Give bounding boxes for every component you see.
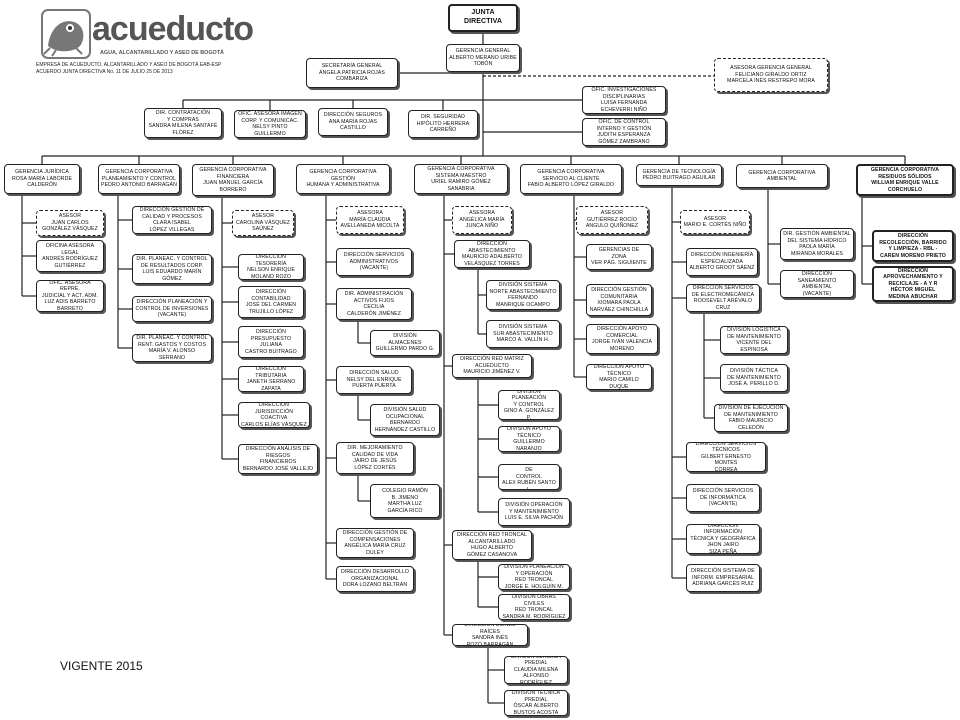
maestro-red-troncal-box: DIRECCIÓN RED TRONCAL ALCANTARILLADO HUG… xyxy=(452,530,532,560)
tecnologia-sistema-informacion-box: DIRECCIÓN SISTEMA DE INFORM. EMPRESARIAL… xyxy=(686,564,760,592)
maestro-centro-control-box: DIVISIÓN CENTRO DE CONTROL ALEX RUBÉN SA… xyxy=(498,464,560,490)
humana-servicios-admin-box: DIRECCIÓN SERVICIOS ADMINISTRATIVOS (Vac… xyxy=(336,248,412,276)
financiera-contabilidad-box: DIRECCIÓN CONTABILIDAD JOSÉ DEL CARMEN T… xyxy=(238,286,304,318)
gerencia-maestro-box: GERENCIA CORPORATIVA SISTEMA MAESTRO URI… xyxy=(414,164,508,194)
maestro-apoyo-tecnico-box: DIVISIÓN APOYO TÉCNICO GUILLERMO NARANJO xyxy=(498,426,560,452)
humana-calidad-vida-box: DIR. MEJORAMIENTO CALIDAD DE VIDA JAIRO … xyxy=(336,442,414,474)
secretaria-general-box: SECRETARÍA GENERAL ÁNGELA PATRICIA ROJAS… xyxy=(306,58,398,88)
tecnologia-tactica-box: DIVISIÓN TÁCTICA DE MANTENIMIENTO JOSÉ A… xyxy=(720,364,788,392)
humana-salud-ocupacional-box: DIVISIÓN SALUD OCUPACIONAL BERNARDO HERN… xyxy=(370,404,440,436)
planeamiento-inversiones-box: DIRECCIÓN PLANEACIÓN Y CONTROL DE INVERS… xyxy=(132,296,212,322)
tecnologia-ingenieria-box: DIRECCIÓN INGENIERÍA ESPECIALIZADA ALBER… xyxy=(686,248,758,276)
maestro-troncal-planeacion-box: DIVISIÓN PLANEACIÓN Y OPERACIÓN RED TRON… xyxy=(498,564,570,590)
gerencia-juridica-box: GERENCIA JURÍDICA ROSA MARÍA LABORDE CAL… xyxy=(4,164,80,194)
logo-tagline: AGUA, ALCANTARILLADO Y ASEO DE BOGOTÁ xyxy=(100,50,224,56)
gerencia-humana-box: GERENCIA CORPORATIVA GESTIÓN HUMANA Y AD… xyxy=(296,164,390,194)
frog-logo-icon xyxy=(41,9,91,59)
financiera-riesgos-box: DIRECCIÓN ANÁLISIS DE RIESGOS FINANCIERO… xyxy=(238,444,318,474)
company-name: EMPRESA DE ACUEDUCTO, ALCANTARILLADO Y A… xyxy=(36,62,222,68)
humana-compensaciones-box: DIRECCIÓN GESTIÓN DE COMPENSACIONES ANGÉ… xyxy=(336,528,414,558)
vigente-label: VIGENTE 2015 xyxy=(60,659,143,673)
gerencia-general-box: GERENCIA GENERAL ALBERTO MERANO URIBE TO… xyxy=(446,44,520,72)
cliente-gerencias-zona-box: GERENCIAS DE ZONA Ver pág. siguiente xyxy=(586,244,652,270)
residuos-aprovechamiento-box: DIRECCIÓN APROVECHAMIENTO Y RECICLAJE - … xyxy=(872,266,954,302)
financiera-coactiva-box: DIRECCIÓN JURISDICCIÓN COACTIVA CARLOS E… xyxy=(238,402,310,428)
cliente-apoyo-tecnico-box: DIRECCIÓN APOYO TÉCNICO MARIO CAMILO DUQ… xyxy=(586,364,652,390)
humana-almacenes-box: DIVISIÓN ALMACENES GUILLERMO PARDO G. xyxy=(370,330,440,356)
company-info: EMPRESA DE ACUEDUCTO, ALCANTARILLADO Y A… xyxy=(36,62,222,76)
cliente-apoyo-comercial-box: DIRECCIÓN APOYO COMERCIAL JORGE IVÁN VAL… xyxy=(586,324,658,354)
gerencia-tecnologia-box: GERENCIA DE TECNOLOGÍA PEDRO BUITRAGO AG… xyxy=(636,164,722,186)
maestro-tecnica-predial-box: DIVISIÓN TÉCNICA PREDIAL ÓSCAR ALBERTO B… xyxy=(504,690,568,716)
staff-seguridad-box: DIR. SEGURIDAD HIPÓLITO HERRERA CARREÑO xyxy=(408,110,478,138)
company-agreement: ACUERDO JUNTA DIRECTIVA No. 11 DE JULIO … xyxy=(36,69,173,75)
maestro-juridica-predial-box: DIVISIÓN JURÍDICA PREDIAL CLAUDIA MILENA… xyxy=(504,656,568,684)
maestro-sistema-sur-box: DIVISIÓN SISTEMA SUR ABASTECIMIENTO MARC… xyxy=(486,320,560,348)
cliente-gestion-comunitaria-box: DIRECCIÓN GESTIÓN COMUNITARIA XIOMARA PA… xyxy=(586,284,652,316)
humana-colegio-box: COLEGIO RAMÓN B. JIMENO MARTHA LUZ GARCÍ… xyxy=(370,484,440,518)
gerencia-ambiental-box: GERENCIA CORPORATIVA AMBIENTAL xyxy=(736,164,828,188)
staff-seguros-box: DIRECCIÓN SEGUROS ANA MARÍA ROJAS CASTIL… xyxy=(318,108,388,136)
maestro-obras-civiles-box: DIVISIÓN OBRAS CIVILES RED TRONCAL SANDR… xyxy=(498,594,570,620)
planeamiento-resultados-box: DIR. PLANEAC. Y CONTROL DE RESULTADOS CO… xyxy=(132,254,212,284)
juridica-asesor-box: ASESOR JUAN CARLOS GONZÁLEZ VÁSQUEZ xyxy=(36,210,104,236)
tecnologia-electromecanica-box: DIRECCIÓN SERVICIOS DE ELECTROMECÁNICA R… xyxy=(686,284,760,312)
gerencia-financiera-box: GERENCIA CORPORATIVA FINANCIERA JUAN MAN… xyxy=(192,164,274,196)
gerencia-residuos-box: GERENCIA CORPORATIVA RESIDUOS SÓLIDOS WI… xyxy=(856,164,954,196)
ambiental-sistema-hidrico-box: DIR. GESTIÓN AMBIENTAL DEL SISTEMA HÍDRI… xyxy=(780,228,854,260)
planeamiento-calidad-box: DIRECCIÓN GESTIÓN DE CALIDAD Y PROCESOS … xyxy=(132,206,212,234)
maestro-planeacion-control-box: DIVISIÓN PLANEACIÓN Y CONTROL GINO A. GO… xyxy=(498,390,560,420)
tecnologia-servicios-tecnicos-box: DIRECCIÓN SERVICIOS TÉCNICOS GILBERT ERN… xyxy=(686,442,766,472)
maestro-abastecimiento-box: DIRECCIÓN ABASTECIMIENTO MAURICIO ADALBE… xyxy=(454,240,530,268)
tecnologia-informatica-box: DIRECCIÓN SERVICIOS DE INFORMÁTICA (Vaca… xyxy=(686,484,760,512)
asesora-gerencia-box: ASESORA GERENCIA GENERAL FELICIANO GIRAL… xyxy=(714,58,828,92)
planeamiento-gastos-box: DIR. PLANEAC. Y CONTROL RENT. GASTOS Y C… xyxy=(132,334,212,362)
tecnologia-informacion-geografica-box: DIRECCIÓN INFORMACIÓN TÉCNICA Y GEOGRÁFI… xyxy=(686,524,760,554)
ambiental-saneamiento-box: DIRECCIÓN SANEAMIENTO AMBIENTAL (Vacante… xyxy=(780,270,854,298)
investigaciones-box: OFIC. INVESTIGACIONES DISCIPLINARIAS LUI… xyxy=(582,86,666,114)
humana-asesora-box: ASESORA MARÍA CLAUDIA AVELLANEDA MICOLTA xyxy=(336,206,404,234)
financiera-tesoreria-box: DIRECCIÓN TESORERÍA NELSON ENRIQUE MOLAN… xyxy=(238,254,304,280)
humana-salud-box: DIRECCIÓN SALUD NELSY DEL ENRIQUE PUERTA… xyxy=(336,366,412,394)
junta-directiva-box: JUNTA DIRECTIVA xyxy=(448,4,518,32)
maestro-asesora-box: ASESORA ANGÉLICA MARÍA JUNCA NIÑO xyxy=(452,206,512,234)
maestro-sistema-norte-box: DIVISIÓN SISTEMA NORTE ABASTECIMIENTO FE… xyxy=(486,280,560,310)
acueducto-logo: acueducto AGUA, ALCANTARILLADO Y ASEO DE… xyxy=(40,8,254,60)
staff-contratacion-box: DIR. CONTRATACIÓN Y COMPRAS SANDRA MILEN… xyxy=(144,108,222,138)
gerencia-cliente-box: GERENCIA CORPORATIVA SERVICIO AL CLIENTE… xyxy=(520,164,622,194)
gerencia-planeamiento-box: GERENCIA CORPORATIVA PLANEAMIENTO Y CONT… xyxy=(98,164,180,194)
financiera-tributaria-box: DIRECCIÓN TRIBUTARIA JANETH SERRANO ZAPA… xyxy=(238,366,304,392)
logo-wordmark: acueducto xyxy=(92,10,254,48)
tecnologia-ejecucion-box: DIVISIÓN DE EJECUCIÓN DE MANTENIMIENTO F… xyxy=(714,404,788,432)
financiera-presupuesto-box: DIRECCIÓN PRESUPUESTO JULIANA CASTRO BUI… xyxy=(238,326,304,358)
juridica-oficina-legal-box: OFICINA ASESORA LEGAL ANDRÉS RODRÍGUEZ G… xyxy=(36,240,104,272)
humana-desarrollo-box: DIRECCIÓN DESARROLLO ORGANIZACIONAL DORA… xyxy=(336,566,414,592)
staff-imagen-box: OFIC. ASESORA IMAGEN CORP. Y COMUNICAC. … xyxy=(234,110,306,138)
maestro-operacion-box: DIVISIÓN OPERACIÓN Y MANTENIMIENTO LUIS … xyxy=(498,498,570,526)
maestro-bienes-raices-box: DIRECCIÓN BIENES RAÍCES SANDRA INÉS ROZO… xyxy=(452,624,528,646)
cliente-asesor-box: ASESOR GUTIÉRREZ ROCÍO ANGULO QUIÑONEZ xyxy=(576,206,648,234)
financiera-asesor-box: ASESOR CAROLINA VÁSQUEZ SAÚNEZ xyxy=(232,210,294,236)
tecnologia-logistica-box: DIVISIÓN LOGÍSTICA DE MANTENIMIENTO VICE… xyxy=(720,326,788,354)
humana-activos-fijos-box: DIR. ADMINISTRACIÓN ACTIVOS FIJOS CECILI… xyxy=(336,288,412,320)
tecnologia-asesor-box: ASESOR MARIO E. CORTÉS NIÑO xyxy=(680,210,750,234)
residuos-recoleccion-box: DIRECCIÓN RECOLECCIÓN, BARRIDO Y LIMPIEZ… xyxy=(872,230,954,262)
maestro-red-matriz-box: DIRECCIÓN RED MATRIZ ACUEDUCTO MAURICIO … xyxy=(452,354,532,378)
control-interno-box: OFIC. DE CONTROL INTERNO Y GESTIÓN JUDIT… xyxy=(582,118,666,146)
juridica-representacion-box: OFIC. ASESORA REPRE. JUDICIAL Y ACT. ADM… xyxy=(36,280,104,312)
